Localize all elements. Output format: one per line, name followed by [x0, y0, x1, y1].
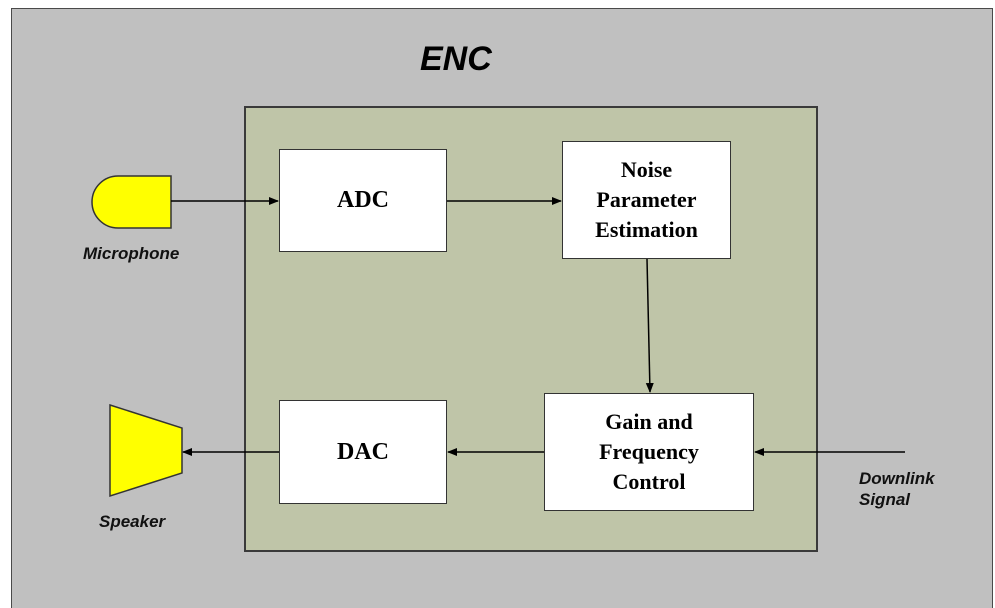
dac-block: DAC	[279, 400, 447, 504]
noise-parameter-estimation-block: Noise Parameter Estimation	[562, 141, 731, 259]
enc-title: ENC	[420, 40, 492, 78]
adc-block: ADC	[279, 149, 447, 252]
microphone-label: Microphone	[83, 244, 180, 263]
speaker-label: Speaker	[99, 512, 166, 531]
gain-frequency-control-block: Gain and Frequency Control	[544, 393, 754, 511]
downlink-signal-label: Downlink Signal	[859, 469, 935, 509]
